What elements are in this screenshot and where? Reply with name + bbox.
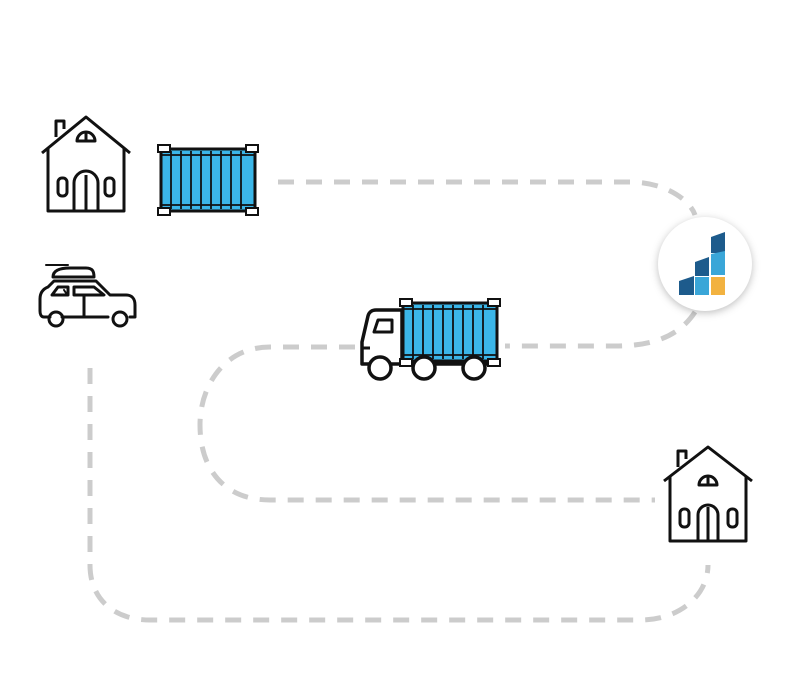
destination-house-icon <box>663 445 753 543</box>
route-segment-car-loop <box>87 368 711 623</box>
company-logo-icon <box>658 217 752 311</box>
car-with-roof-box-icon <box>38 264 137 328</box>
origin-house-icon <box>41 115 131 213</box>
route-segment-hub-to-truck <box>505 310 698 349</box>
container-truck-icon <box>360 298 501 381</box>
shipping-container-icon <box>157 144 259 216</box>
route-segment-truck-loop <box>197 344 655 503</box>
route-segment-to-hub <box>278 179 698 216</box>
route-paths <box>87 179 711 623</box>
